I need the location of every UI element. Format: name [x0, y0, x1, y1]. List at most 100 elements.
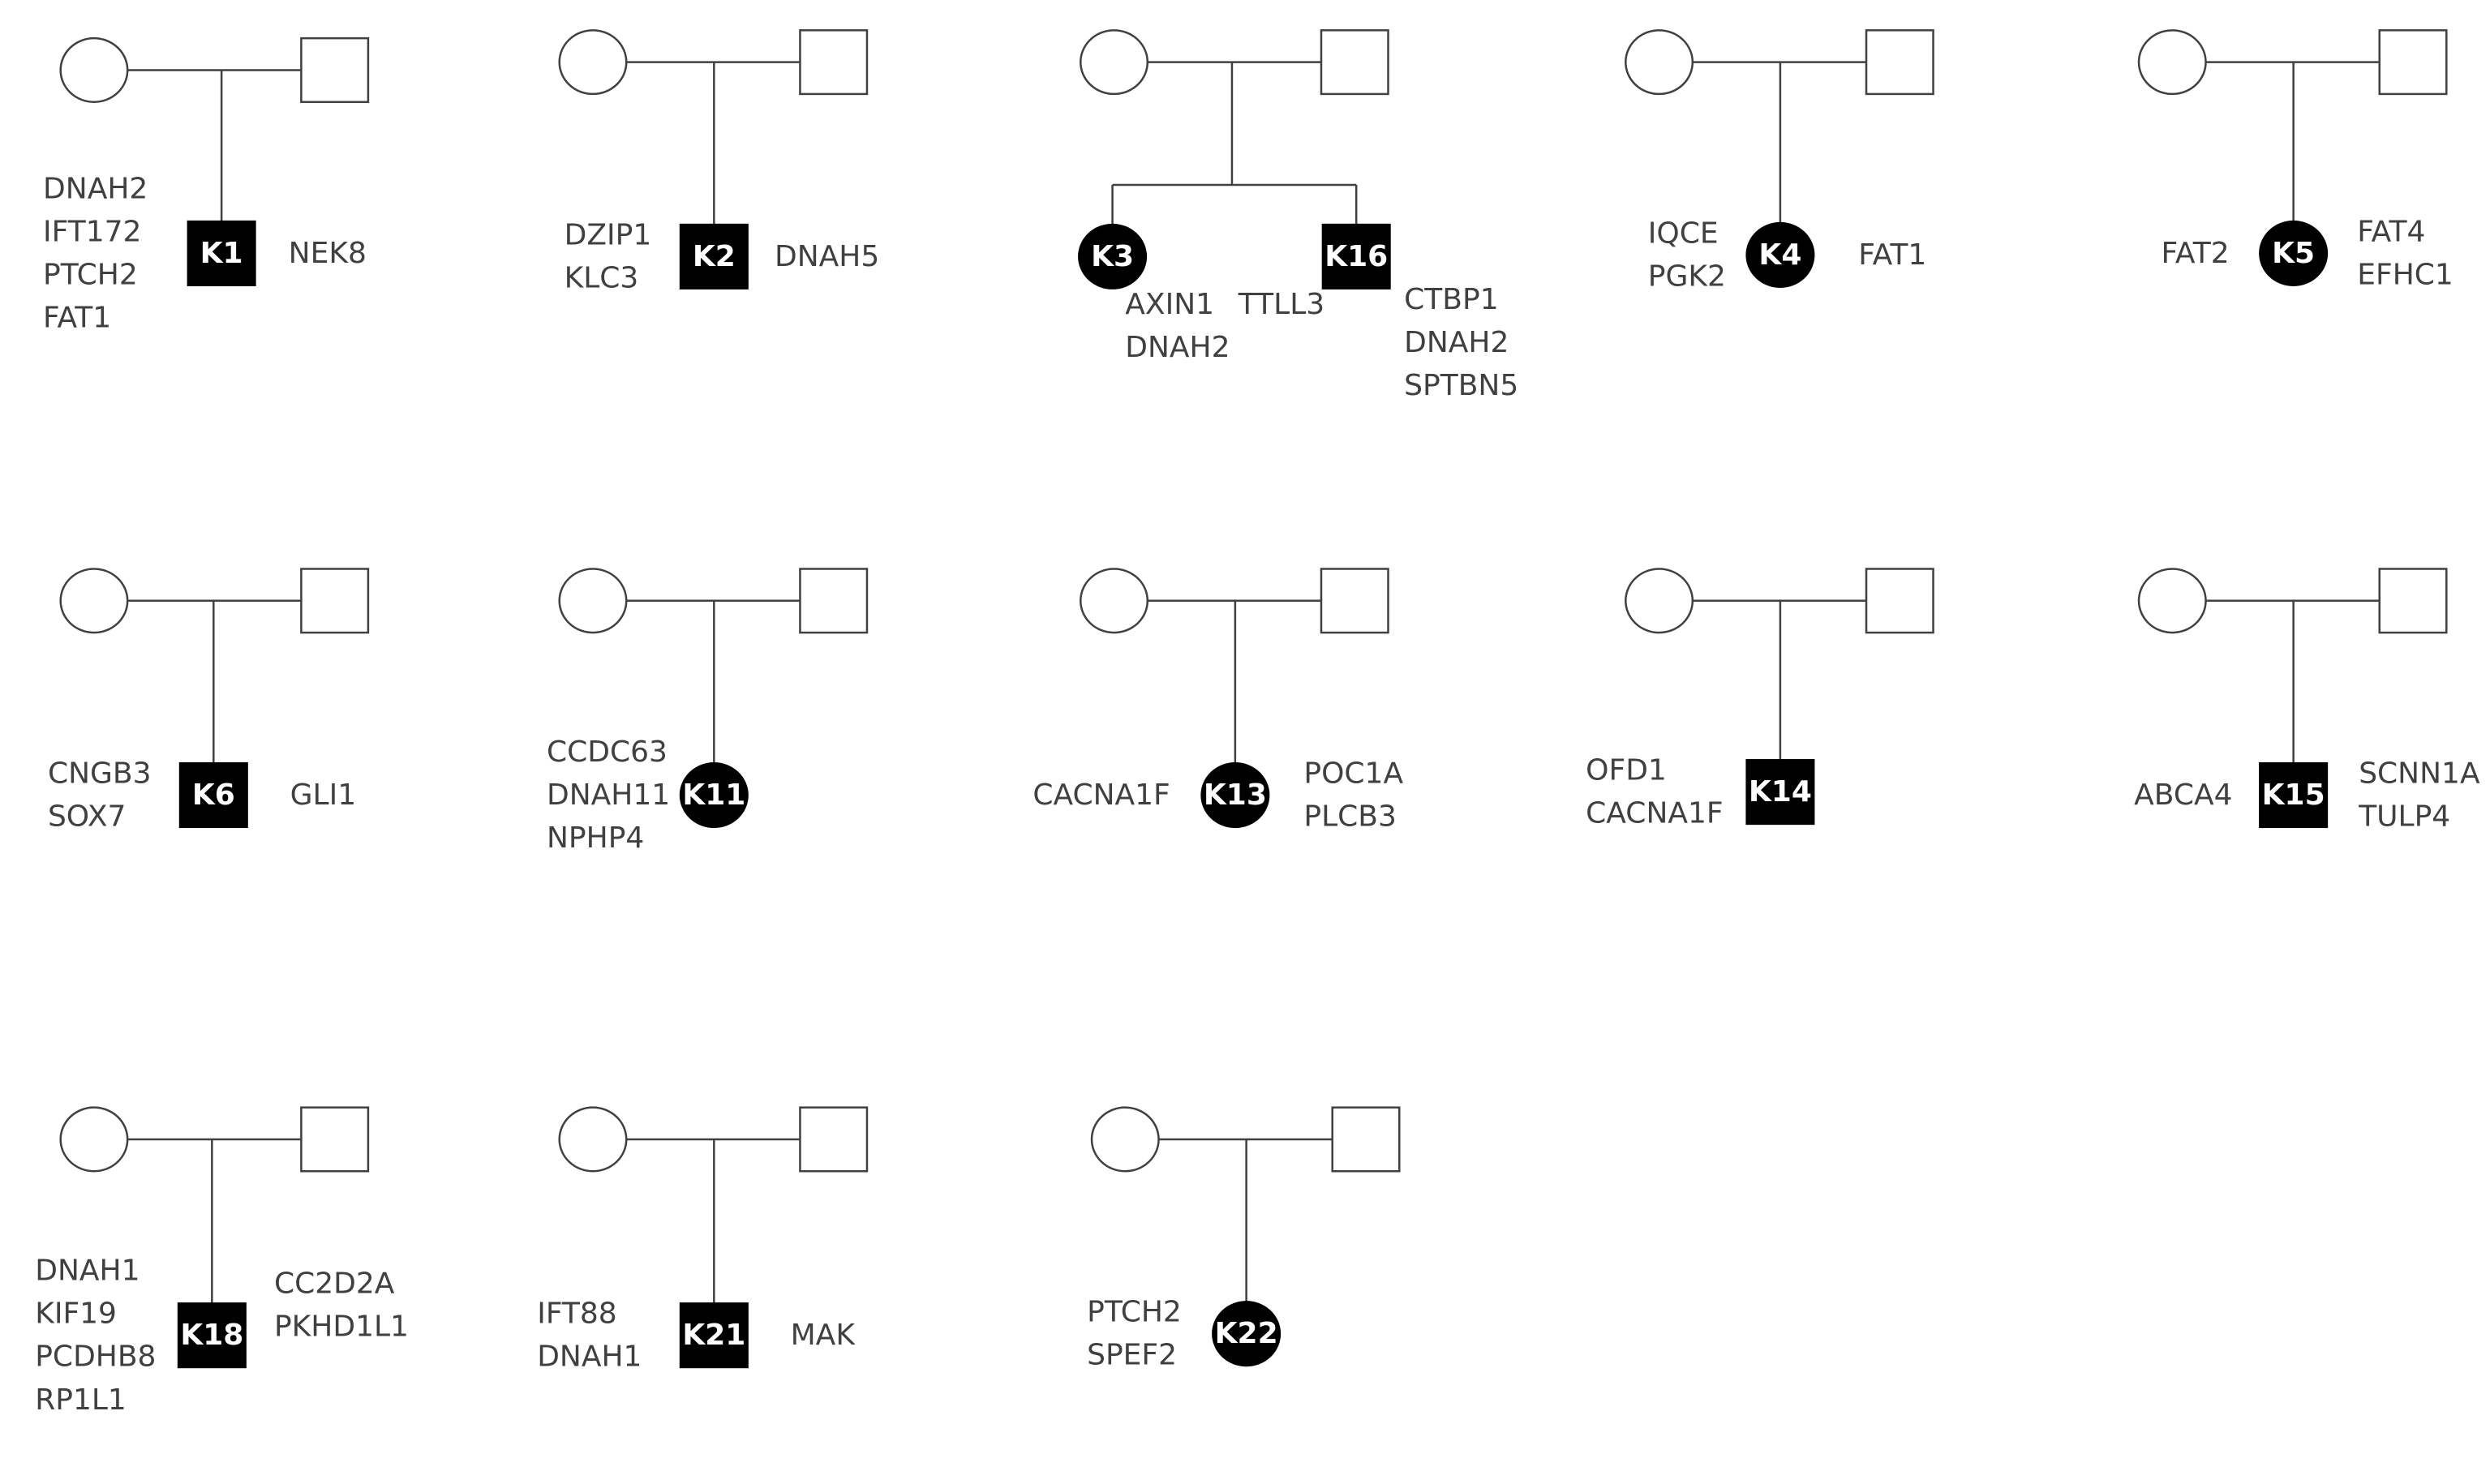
gene-K11-left-2: NPHP4 — [547, 821, 644, 855]
mother-symbol — [1625, 29, 1694, 96]
gene-K3-below-1: DNAH2 — [1125, 331, 1230, 364]
mother-symbol — [558, 1106, 628, 1173]
father-symbol — [799, 568, 869, 634]
gene-K2-left-1: KLC3 — [565, 261, 639, 294]
gene-K22-left-1: SPEF2 — [1087, 1339, 1177, 1372]
gene-K4-left-1: PGK2 — [1648, 259, 1726, 293]
gene-K3-below-0: AXIN1 — [1125, 288, 1214, 321]
proband-circle-K5 — [2259, 220, 2329, 286]
father-symbol — [2378, 29, 2448, 96]
mother-symbol — [59, 1106, 129, 1173]
proband-label-K21: K21 — [682, 1319, 745, 1352]
gene-K2-left-0: DZIP1 — [565, 218, 652, 251]
proband-square-K21 — [679, 1302, 749, 1369]
father-symbol — [1320, 568, 1389, 634]
gene-K3-right-0: TTLL3 — [1238, 288, 1324, 321]
proband-label-K4: K4 — [1758, 238, 1801, 272]
gene-K18-left-3: RP1L1 — [35, 1383, 127, 1417]
father-symbol — [1331, 1106, 1401, 1173]
proband-label-K2: K2 — [693, 240, 736, 273]
father-symbol — [1865, 29, 1934, 96]
proband-square-K14 — [1745, 759, 1815, 826]
proband-label-K14: K14 — [1749, 775, 1812, 808]
proband-label-K16: K16 — [1324, 240, 1388, 273]
couple-2 — [1080, 29, 1389, 96]
proband-label-K13: K13 — [1204, 778, 1267, 812]
gene-K5-right-0: FAT4 — [2357, 215, 2425, 248]
gene-K1-left-2: PTCH2 — [43, 258, 138, 291]
father-symbol — [300, 1106, 370, 1173]
mother-symbol — [59, 568, 129, 634]
proband-square-K2 — [679, 223, 749, 290]
mother-symbol — [558, 568, 628, 634]
proband-label-K5: K5 — [2272, 237, 2315, 270]
gene-K18-left-0: DNAH1 — [35, 1255, 140, 1288]
gene-K6-right-0: GLI1 — [290, 778, 356, 812]
proband-square-K1 — [187, 220, 256, 286]
gene-K6-left-0: CNGB3 — [48, 757, 152, 791]
gene-K14-left-0: OFD1 — [1586, 754, 1667, 787]
couple-3 — [1625, 29, 1934, 96]
proband-circle-K22 — [1212, 1301, 1281, 1367]
gene-K15-right-1: TULP4 — [2358, 800, 2450, 834]
father-symbol — [1320, 29, 1389, 96]
couple-10 — [59, 1106, 370, 1173]
gene-K14-left-1: CACNA1F — [1586, 797, 1723, 830]
gene-K18-left-2: PCDHB8 — [35, 1340, 156, 1374]
proband-circle-K4 — [1745, 221, 1815, 288]
mother-symbol — [558, 29, 628, 96]
proband-label-K11: K11 — [682, 778, 745, 812]
couple-7 — [1080, 568, 1389, 634]
father-symbol — [799, 1106, 869, 1173]
gene-K1-right-0: NEK8 — [289, 237, 367, 270]
proband-square-K15 — [2259, 761, 2329, 829]
proband-circle-K13 — [1200, 761, 1270, 829]
father-symbol — [300, 36, 370, 104]
proband-label-K15: K15 — [2262, 778, 2325, 812]
gene-K13-right-0: POC1A — [1303, 757, 1403, 791]
proband-label-K18: K18 — [180, 1319, 243, 1352]
gene-K18-left-1: KIF19 — [35, 1297, 117, 1331]
gene-K15-left-0: ABCA4 — [2134, 778, 2232, 812]
mother-symbol — [1090, 1106, 1160, 1173]
gene-K6-left-1: SOX7 — [48, 800, 126, 834]
couple-6 — [558, 568, 869, 634]
gene-K21-left-0: IFT88 — [537, 1297, 617, 1331]
gene-K18-right-1: PKHD1L1 — [274, 1310, 409, 1343]
proband-label-K3: K3 — [1091, 240, 1134, 273]
father-symbol — [2378, 568, 2448, 634]
gene-K5-left-0: FAT2 — [2162, 237, 2230, 270]
mother-symbol — [1080, 29, 1149, 96]
father-symbol — [300, 568, 370, 634]
couple-12 — [1090, 1106, 1401, 1173]
proband-circle-K11 — [679, 761, 749, 829]
gene-K15-right-0: SCNN1A — [2359, 757, 2480, 791]
mother-symbol — [2137, 568, 2207, 634]
gene-K1-left-3: FAT1 — [43, 302, 111, 335]
couple-4 — [2137, 29, 2448, 96]
gene-K1-left-0: DNAH2 — [43, 172, 148, 205]
gene-K1-left-1: IFT172 — [43, 215, 141, 248]
couple-0 — [59, 36, 370, 104]
proband-square-K18 — [177, 1302, 247, 1369]
gene-K4-right-0: FAT1 — [1858, 238, 1926, 272]
proband-square-K6 — [178, 761, 248, 829]
gene-K16-below-0: CTBP1 — [1404, 283, 1498, 316]
gene-K13-right-1: PLCB3 — [1303, 800, 1397, 834]
gene-K2-right-0: DNAH5 — [775, 240, 879, 273]
gene-K4-left-0: IQCE — [1648, 217, 1719, 250]
proband-label-K1: K1 — [200, 237, 243, 270]
gene-K18-right-0: CC2D2A — [274, 1267, 395, 1300]
gene-K16-below-1: DNAH2 — [1404, 326, 1509, 359]
couple-8 — [1625, 568, 1934, 634]
couple-9 — [2137, 568, 2448, 634]
gene-K21-left-1: DNAH1 — [537, 1340, 642, 1374]
proband-label-K22: K22 — [1215, 1317, 1278, 1350]
proband-label-K6: K6 — [192, 778, 235, 812]
gene-K5-right-1: EFHC1 — [2357, 258, 2454, 291]
proband-circle-K3 — [1078, 223, 1148, 290]
father-symbol — [799, 29, 869, 96]
gene-K16-below-2: SPTBN5 — [1404, 369, 1518, 402]
proband-square-K16 — [1321, 223, 1391, 290]
